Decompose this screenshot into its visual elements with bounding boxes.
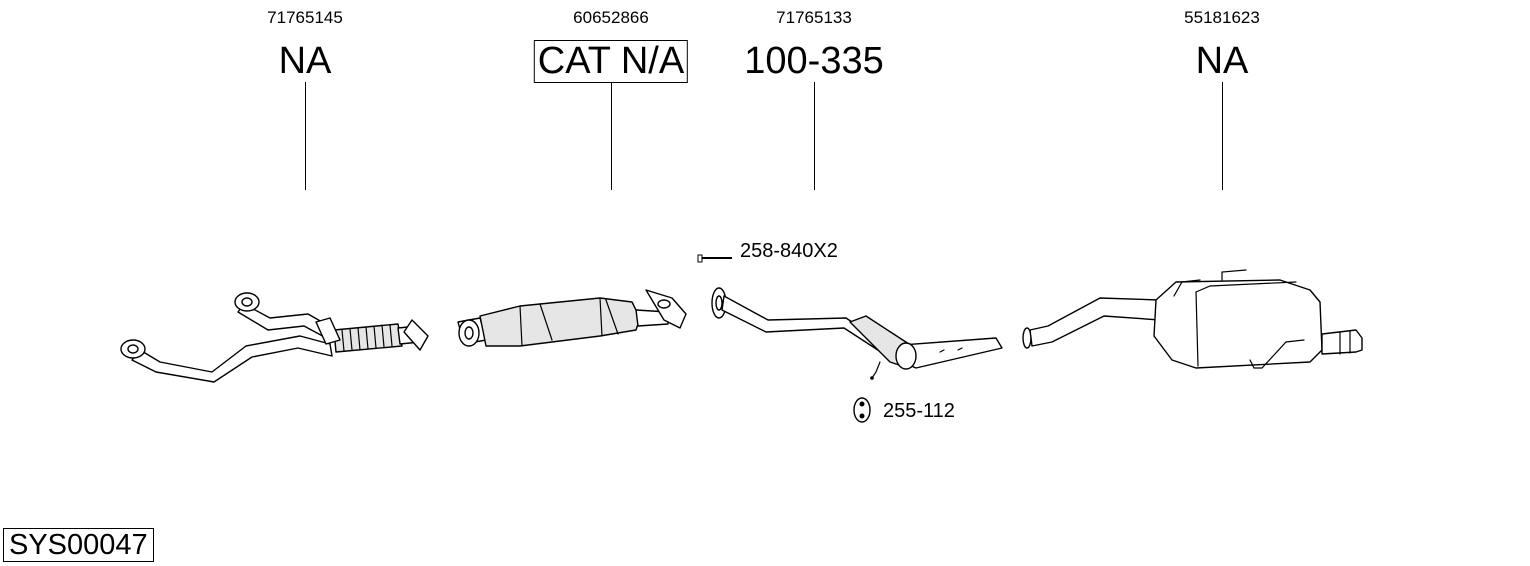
catalytic-converter-drawing[interactable] <box>457 289 687 347</box>
part-4-oem-number: 55181623 <box>1184 8 1260 27</box>
bolt-label[interactable]: 258-840X2 <box>740 240 838 262</box>
part-1-oem-number: 71765145 <box>267 8 343 27</box>
bolt-icon <box>697 254 732 263</box>
centre-silencer-drawing[interactable] <box>711 287 1003 380</box>
part-4-code[interactable]: NA <box>1195 40 1249 82</box>
part-2-code[interactable]: CAT N/A <box>533 40 689 83</box>
part-4-leader-line <box>1222 82 1223 190</box>
front-pipe-drawing[interactable] <box>120 292 429 383</box>
system-code-label: SYS00047 <box>3 528 154 562</box>
part-1-leader-line <box>305 82 306 190</box>
part-3-oem-number: 71765133 <box>776 8 852 27</box>
rear-silencer-drawing[interactable] <box>1022 269 1363 369</box>
rubber-mount-label[interactable]: 255-112 <box>883 400 955 422</box>
part-2-leader-line <box>611 82 612 190</box>
rubber-mount-icon <box>853 397 871 423</box>
part-3-leader-line <box>814 82 815 190</box>
part-3-code[interactable]: 100-335 <box>744 40 884 82</box>
part-2-oem-number: 60652866 <box>573 8 649 27</box>
part-1-code[interactable]: NA <box>278 40 332 82</box>
